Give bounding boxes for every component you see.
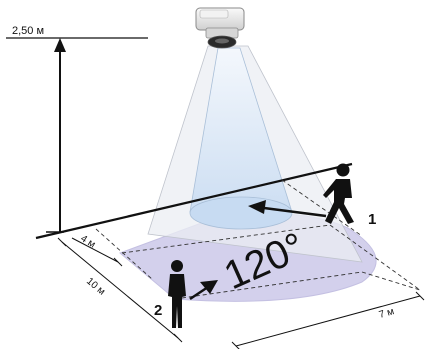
person-1-arrow-head-icon bbox=[248, 200, 266, 214]
dimension-guides bbox=[95, 179, 421, 300]
person-1-icon bbox=[323, 163, 354, 224]
motion-sensor-icon bbox=[195, 7, 245, 49]
far-depth-label: 10 м bbox=[84, 276, 107, 298]
person-1-label: 1 bbox=[368, 211, 376, 228]
person-2-arrow-head-icon bbox=[200, 280, 218, 294]
near-depth-label: 4 м bbox=[78, 233, 97, 250]
mount-height-label: 2,50 м bbox=[12, 25, 44, 37]
inner-beam-footprint bbox=[189, 196, 293, 230]
person-2-arrow-shaft bbox=[189, 285, 209, 301]
person-1-arrow-shaft bbox=[263, 206, 327, 218]
width-dimension bbox=[235, 295, 421, 347]
wall-floor-line bbox=[35, 162, 353, 240]
person-2-icon bbox=[168, 260, 186, 328]
width-label: 7 м bbox=[378, 306, 396, 321]
person-2-label: 2 bbox=[154, 302, 162, 319]
far-depth-dimension bbox=[61, 241, 179, 339]
near-depth-dimension bbox=[71, 237, 119, 263]
height-arrow-head-icon bbox=[54, 38, 66, 52]
